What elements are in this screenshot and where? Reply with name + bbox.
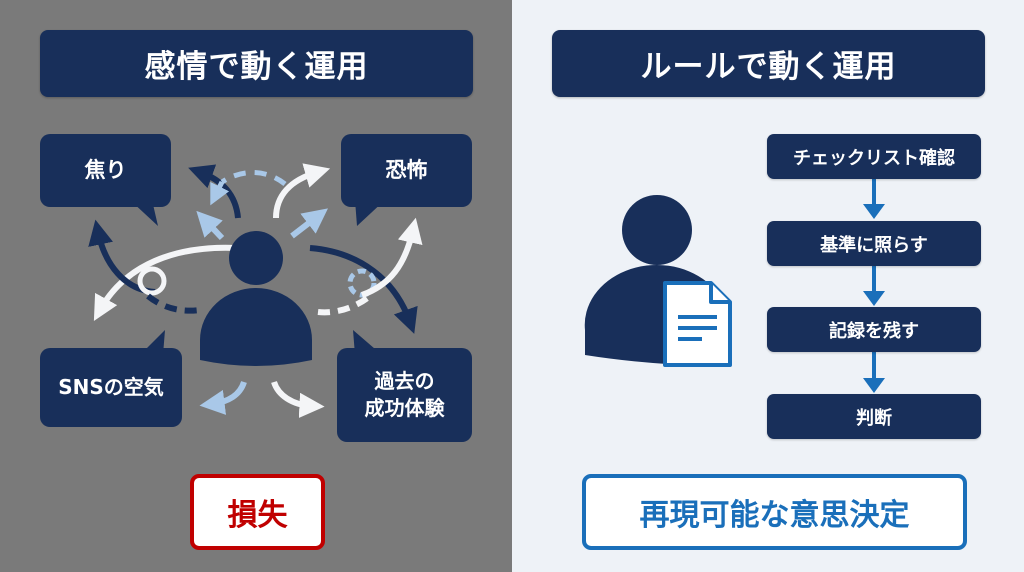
step-compare-criteria: 基準に照らす — [767, 221, 981, 266]
bubble-past-success: 過去の 成功体験 — [337, 348, 472, 442]
emotion-panel: 感情で動く運用 — [0, 0, 512, 572]
bubble-sns-mood: SNSの空気 — [40, 348, 182, 427]
emotion-title: 感情で動く運用 — [40, 30, 473, 97]
step-checklist: チェックリスト確認 — [767, 134, 981, 179]
arrow-down-icon — [863, 352, 885, 393]
rule-graphics — [584, 179, 885, 393]
step-record: 記録を残す — [767, 307, 981, 352]
loss-badge: 損失 — [190, 474, 325, 550]
person-icon — [200, 231, 312, 366]
rule-panel: ルールで動く運用 チェックリスト確認 — [512, 0, 1024, 572]
rule-title-text: ルールで動く運用 — [640, 49, 897, 85]
rule-title: ルールで動く運用 — [552, 30, 985, 97]
reproducible-decision-badge: 再現可能な意思決定 — [582, 474, 967, 550]
bubble-fear: 恐怖 — [341, 134, 472, 207]
bubble-impatience: 焦り — [40, 134, 171, 207]
arrow-down-icon — [863, 179, 885, 219]
step-decision: 判断 — [767, 394, 981, 439]
emotion-title-text: 感情で動く運用 — [144, 49, 369, 85]
document-icon — [663, 281, 732, 367]
arrow-down-icon — [863, 266, 885, 306]
